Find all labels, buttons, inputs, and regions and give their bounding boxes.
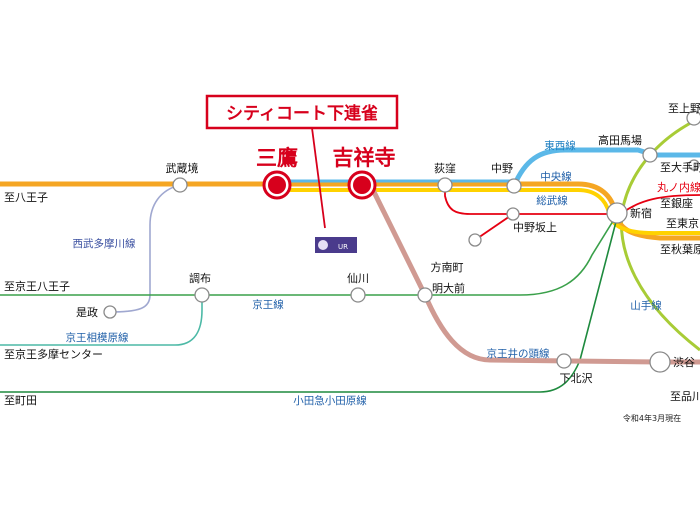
- station-nakano-sakaue: [506, 207, 520, 221]
- station-takadanobaba: [642, 147, 658, 163]
- dest-tama-center: 至京王多摩センター: [4, 347, 103, 361]
- label-ogikubo: 荻窪: [434, 161, 456, 175]
- station-otemachi-edge: [688, 159, 700, 171]
- label-koremasa: 是政: [76, 305, 98, 319]
- dest-machida: 至町田: [4, 394, 37, 407]
- line-label-sobu: 総武線: [536, 194, 568, 207]
- station-nakano: [506, 178, 522, 194]
- label-shinjuku: 新宿: [630, 206, 652, 220]
- seibu-tamagawa-line-path: [109, 184, 181, 313]
- line-label-tozai: 東西線: [544, 139, 576, 152]
- line-label-chuo: 中央線: [540, 170, 572, 183]
- station-koremasa: [103, 305, 117, 319]
- dest-otemachi: 至大手町: [660, 160, 700, 174]
- dest-tokyo: 至東京: [666, 216, 699, 230]
- ur-logo-text: UR: [338, 243, 348, 251]
- label-nakano-sakaue: 中野坂上: [513, 221, 557, 234]
- station-shimokitazawa: [556, 353, 572, 369]
- station-ogikubo: [437, 177, 453, 193]
- label-shibuya: 渋谷: [673, 356, 695, 369]
- marunouchi-east-path: [621, 194, 700, 214]
- label-shimokitazawa: 下北沢: [560, 371, 593, 385]
- line-label-inokashira: 京王井の頭線: [487, 347, 550, 360]
- label-takadanobaba: 高田馬場: [598, 133, 642, 147]
- label-meidaimae: 明大前: [432, 281, 465, 295]
- dest-hachioji: 至八王子: [4, 191, 48, 204]
- tozai-line-path: [511, 147, 700, 187]
- label-nakano: 中野: [491, 162, 513, 175]
- keio-sagamihara-line-path: [0, 296, 203, 346]
- as-of-note: 令和4年3月現在: [623, 413, 681, 423]
- label-musashisakai: 武蔵境: [166, 161, 199, 175]
- label-chofu: 調布: [189, 271, 211, 285]
- dest-marunouchi-line: 丸ノ内線: [657, 180, 700, 194]
- label-mitaka: 三鷹: [256, 146, 298, 170]
- station-honancho: [468, 233, 482, 247]
- label-sengawa: 仙川: [347, 272, 369, 285]
- station-musashisakai: [172, 177, 188, 193]
- station-sengawa: [350, 287, 366, 303]
- dest-ginza: 至銀座: [660, 196, 693, 210]
- label-kichijoji: 吉祥寺: [333, 146, 396, 170]
- station-mitaka-dot: [268, 176, 286, 194]
- label-honancho: 方南町: [431, 260, 464, 274]
- line-label-keio-sagamihara: 京王相模原線: [66, 331, 129, 344]
- station-ueno-edge: [686, 110, 700, 126]
- ur-logo: UR: [315, 237, 357, 253]
- dest-ueno: 至上野: [668, 102, 700, 115]
- dest-shinagawa: 至品川: [670, 390, 700, 403]
- station-chofu: [194, 287, 210, 303]
- callout-pointer: [311, 127, 326, 229]
- station-meidaimae: [417, 287, 433, 303]
- marunouchi-line-path: [444, 186, 614, 215]
- dest-keio-hachioji: 至京王八王子: [4, 279, 70, 293]
- line-label-yamanote: 山手線: [630, 299, 662, 312]
- line-label-seibu-tamagawa: 西武多摩川線: [73, 237, 136, 250]
- line-label-keio: 京王線: [252, 298, 284, 311]
- dest-akihabara: 至秋葉原: [660, 242, 700, 256]
- station-kichijoji-dot: [353, 176, 371, 194]
- callout-title: シティコート下連雀: [226, 103, 378, 124]
- honancho-branch-path: [474, 213, 514, 241]
- callout-box: [205, 94, 399, 130]
- line-label-odakyu: 小田急小田原線: [293, 394, 367, 407]
- station-shinjuku: [606, 202, 628, 224]
- station-shibuya: [649, 351, 671, 373]
- keio-line-path: [0, 212, 619, 296]
